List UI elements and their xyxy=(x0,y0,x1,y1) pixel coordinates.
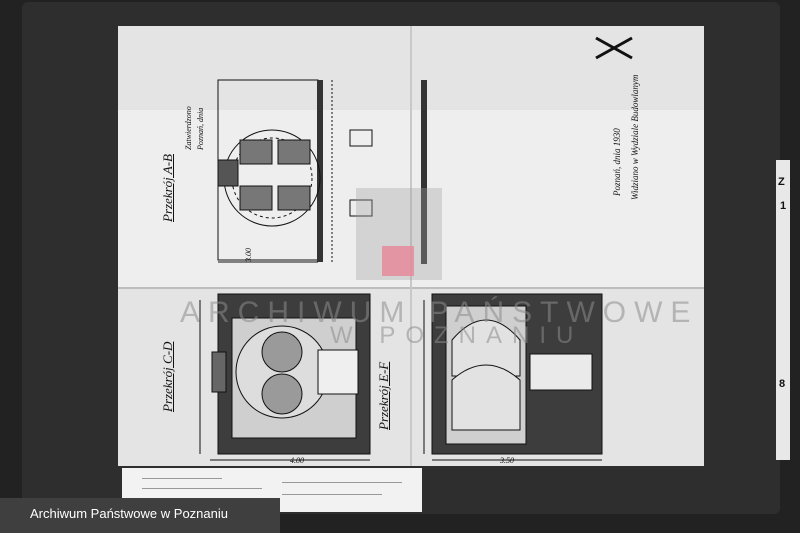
section-label-cd: Przekrój C-D xyxy=(160,341,175,412)
edge-mark-1: Z xyxy=(778,176,785,188)
signature-note: Poznań, dnia 1930 xyxy=(612,128,622,196)
cross-stamp xyxy=(595,36,633,60)
small-note-2: Poznań, dnia xyxy=(196,107,205,150)
slip-line xyxy=(282,482,402,483)
dimension-ef: 3.50 xyxy=(500,456,514,465)
slip-line xyxy=(282,494,382,495)
edge-mark-3: 8 xyxy=(779,378,786,390)
archive-caption: Archiwum Państwowe w Poznaniu xyxy=(30,506,228,521)
section-label-ef: Przekrój E-F xyxy=(376,361,391,430)
drawing-section-ef xyxy=(423,293,603,461)
drawing-section-cd xyxy=(199,293,371,461)
approval-note: Widziano w Wydziale Budowlanym xyxy=(630,74,640,200)
edge-mark-2: 1 xyxy=(780,200,787,212)
dimension-cd: 4.00 xyxy=(290,456,304,465)
dimension-top: 3.00 xyxy=(244,248,253,262)
watermark-line-1: ARCHIWUM PAŃSTWOWE xyxy=(180,296,699,329)
archive-stamp xyxy=(382,246,414,276)
archive-caption-bar: Archiwum Państwowe w Poznaniu xyxy=(0,498,280,533)
section-label-ab: Przekrój A-B xyxy=(160,154,175,222)
small-note-1: Zatwierdzono xyxy=(184,106,193,150)
watermark-line-2: W POZNANIU xyxy=(330,322,584,349)
drawing-section-ab xyxy=(217,79,427,264)
slip-line xyxy=(142,488,262,489)
edge-strip xyxy=(776,160,790,460)
slip-line xyxy=(142,478,222,479)
